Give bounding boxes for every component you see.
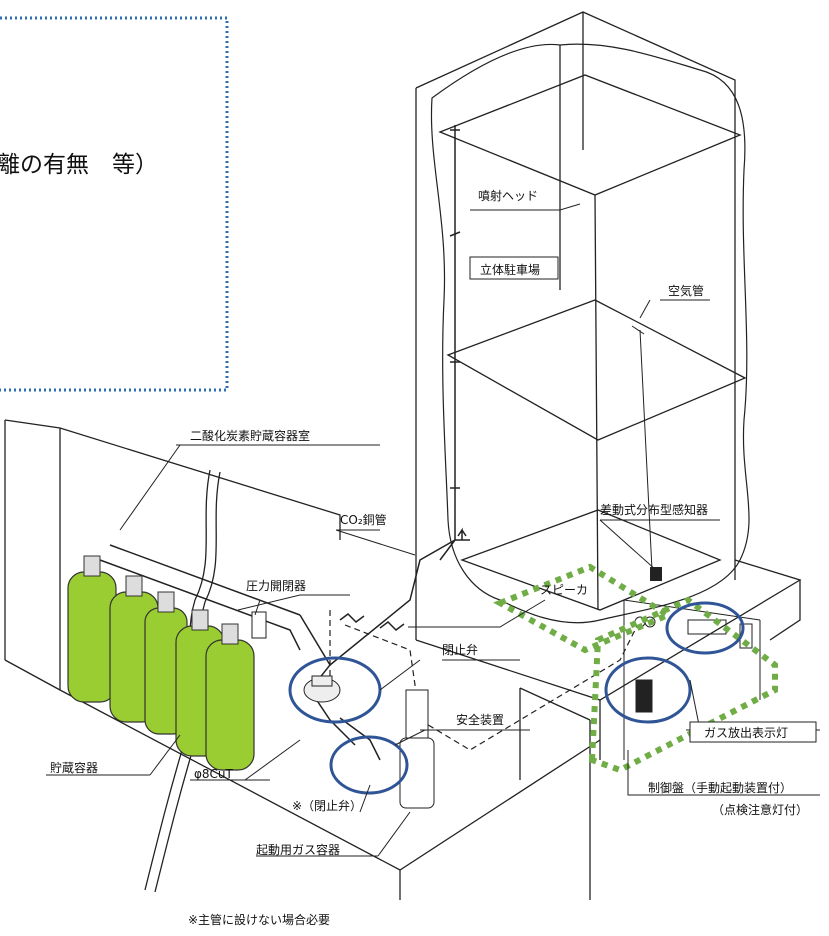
label-air-pipe: 空気管 — [668, 283, 704, 298]
manifold-piping — [99, 539, 456, 761]
label-stop-valve: 閉止弁 — [442, 642, 478, 657]
label-safety-device: 安全装置 — [456, 712, 504, 727]
cylinder — [67, 555, 117, 703]
storage-containers — [67, 555, 255, 771]
label-parking: 立体駐車場 — [480, 262, 540, 277]
stop-valve — [303, 675, 341, 703]
label-cu-pipe: φ8CuT — [194, 767, 234, 781]
header-note-text: 離の有無 等） — [0, 152, 158, 178]
label-pressure-switch: 圧力開閉器 — [246, 579, 306, 593]
label-storage-room: 二酸化炭素貯蔵容器室 — [190, 428, 310, 443]
air-pipe — [631, 325, 653, 571]
pressure-switch — [251, 611, 267, 639]
parking-tower — [415, 11, 802, 760]
label-inspection-lamp: （点検注意灯付） — [712, 802, 808, 817]
label-injection-head: 噴射ヘッド — [478, 188, 538, 203]
label-start-gas: 起動用ガス容器 — [256, 842, 340, 857]
label-speaker: スピーカ — [540, 583, 588, 597]
label-stop-valve-note: ※（閉止弁） — [292, 798, 362, 813]
green-highlight — [493, 563, 778, 774]
start-gas-container — [399, 689, 435, 809]
label-container: 貯蔵容器 — [50, 760, 98, 775]
cylinder — [205, 623, 255, 771]
detector-box — [650, 567, 662, 581]
label-control-panel: 制御盤（手動起動装置付） — [648, 780, 792, 795]
labels: 噴射ヘッド 立体駐車場 空気管 二酸化炭素貯蔵容器室 差動式分布型感知器 CO₂… — [50, 188, 817, 927]
label-footnote: ※主管に設けない場合必要 — [188, 912, 330, 927]
header-note-box: 離の有無 等） — [0, 16, 229, 392]
label-gas-indicator: ガス放出表示灯 — [704, 725, 788, 740]
label-detector: 差動式分布型感知器 — [600, 502, 708, 517]
blue-highlight — [288, 601, 745, 795]
riser-pipe — [439, 125, 470, 561]
leader-lines — [46, 203, 820, 857]
label-co2-pipe: CO₂銅管 — [340, 512, 387, 527]
